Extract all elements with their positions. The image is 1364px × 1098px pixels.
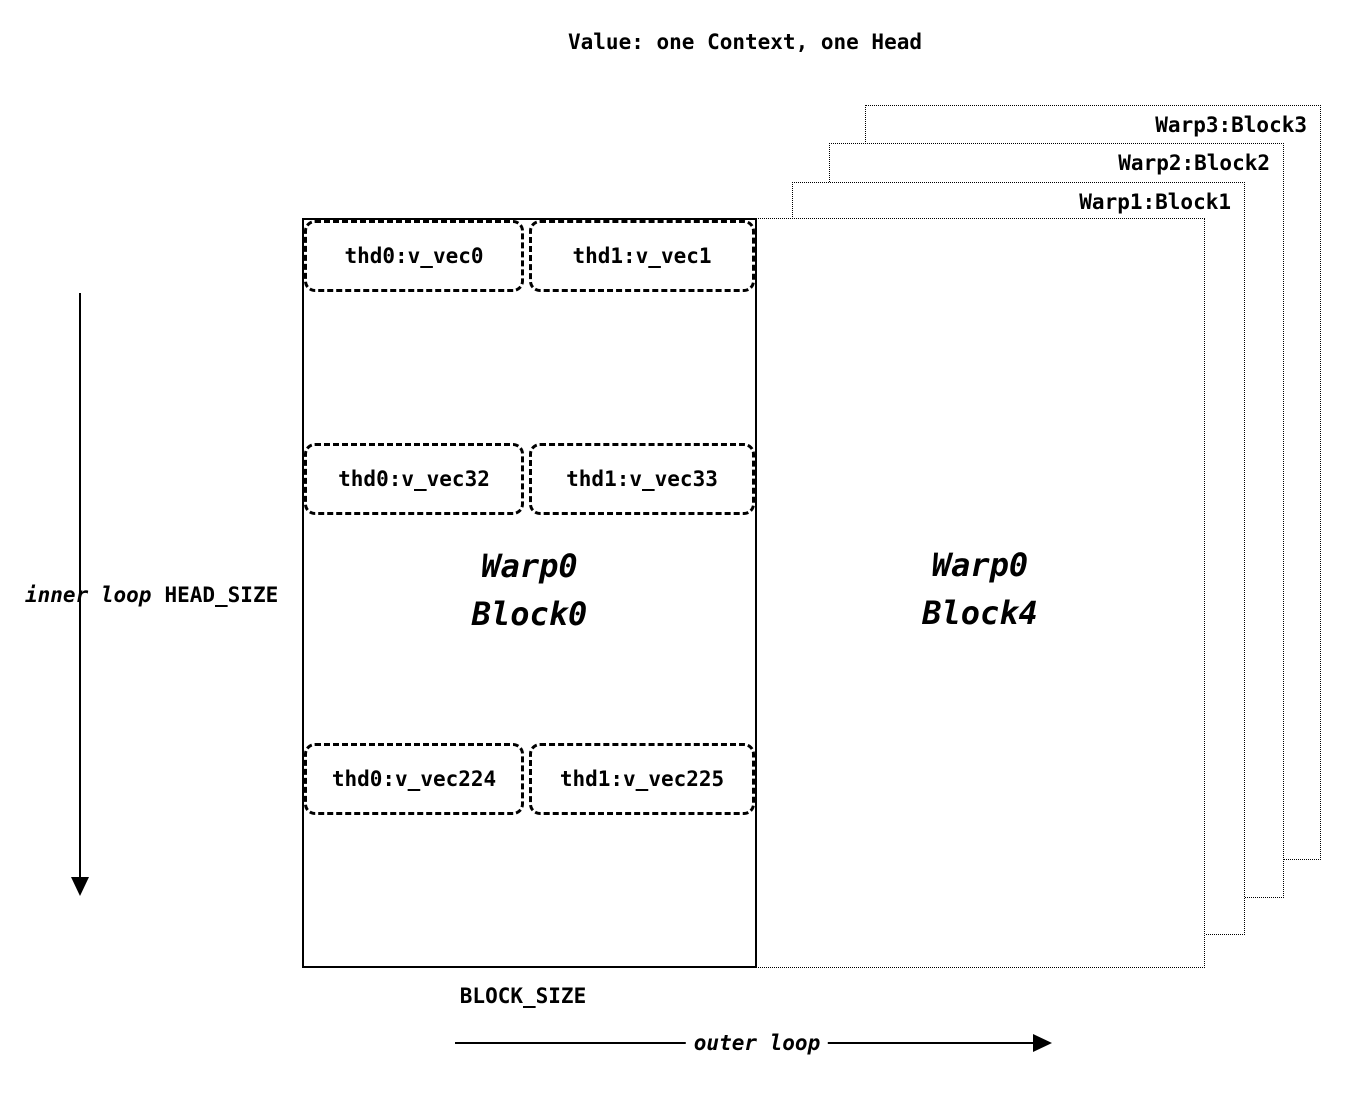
warp0-block0-label-line2: Block0 <box>471 595 588 633</box>
cell-label: thd1:v_vec1 <box>572 244 712 268</box>
warp0-block4-box: Warp0 Block4 <box>755 218 1205 968</box>
thread-vector-cell-thd0-v_vec32: thd0:v_vec32 <box>304 443 524 515</box>
warp0-block0-label-line1: Warp0 <box>481 547 578 585</box>
thread-vector-cell-thd0-v_vec224: thd0:v_vec224 <box>304 743 524 815</box>
outer-loop-label: outer loop <box>685 1031 829 1055</box>
head-size-label: HEAD_SIZE <box>164 583 279 607</box>
warp0-block4-label-line2: Block4 <box>922 594 1038 632</box>
warp3-block3-label: Warp3:Block3 <box>1155 113 1307 137</box>
warp2-block2-label: Warp2:Block2 <box>1118 151 1270 175</box>
thread-vector-cell-thd0-v_vec0: thd0:v_vec0 <box>304 220 524 292</box>
block-size-label: BLOCK_SIZE <box>459 984 587 1008</box>
warp0-block0-box: thd0:v_vec0 thd1:v_vec1 thd0:v_vec32 thd… <box>302 218 757 968</box>
inner-loop-arrow-line <box>79 293 81 877</box>
cell-label: thd0:v_vec0 <box>344 244 484 268</box>
warp0-block0-label: Warp0 Block0 <box>304 542 755 638</box>
outer-loop-arrowhead-icon <box>1033 1034 1052 1052</box>
cell-label: thd0:v_vec32 <box>338 467 490 491</box>
inner-loop-label: inner loop <box>25 583 152 607</box>
inner-loop-head-size-label: inner loop HEAD_SIZE <box>25 583 278 607</box>
warp1-block1-label: Warp1:Block1 <box>1079 190 1231 214</box>
thread-vector-cell-thd1-v_vec33: thd1:v_vec33 <box>529 443 755 515</box>
cell-label: thd1:v_vec225 <box>559 767 725 791</box>
warp0-block4-label-line1: Warp0 <box>931 546 1029 584</box>
warp0-block4-label: Warp0 Block4 <box>756 541 1204 637</box>
cell-label: thd1:v_vec33 <box>566 467 718 491</box>
thread-vector-cell-thd1-v_vec1: thd1:v_vec1 <box>529 220 755 292</box>
thread-vector-cell-thd1-v_vec225: thd1:v_vec225 <box>529 743 755 815</box>
cell-label: thd0:v_vec224 <box>331 767 497 791</box>
diagram-title: Value: one Context, one Head <box>567 30 923 54</box>
inner-loop-arrowhead-icon <box>71 877 89 896</box>
